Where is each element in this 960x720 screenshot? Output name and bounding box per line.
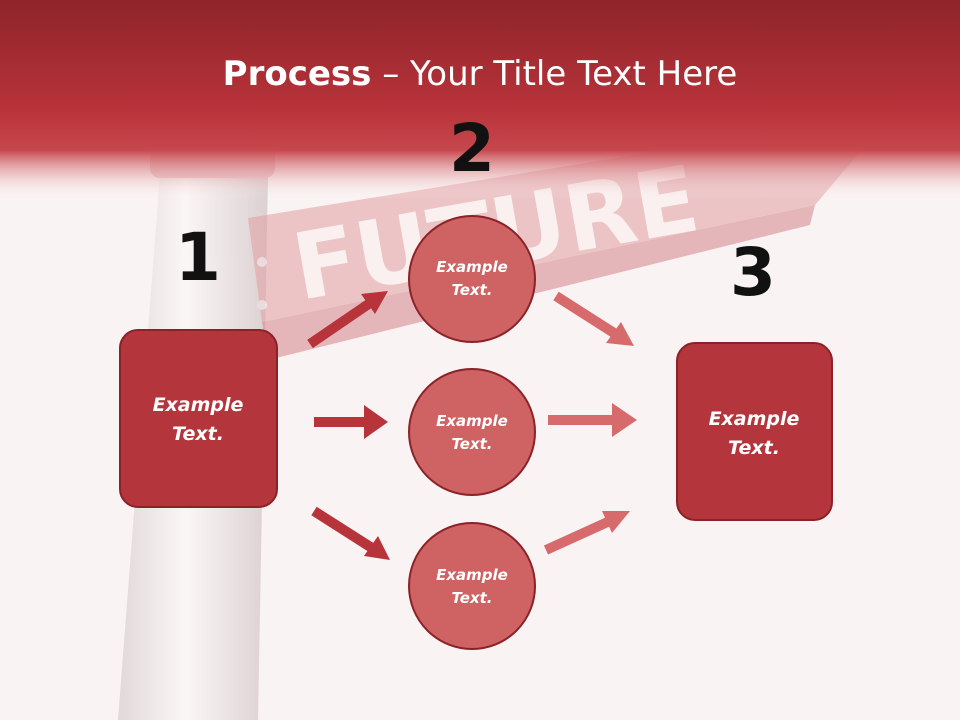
arrow-box1-to-circle1 <box>307 291 388 349</box>
box3-label-line2: Text. <box>728 437 780 459</box>
arrow-circle2-to-box3 <box>548 403 637 437</box>
box1-label-line2: Text. <box>172 423 224 445</box>
circle1-label-line1: Example <box>436 258 508 276</box>
step-circle-3: Example Text. <box>408 522 536 650</box>
circle1-label-line2: Text. <box>451 281 492 299</box>
arrow-box1-to-circle2 <box>314 405 388 439</box>
circle3-label-line2: Text. <box>451 589 492 607</box>
title-bold: Process <box>222 54 372 94</box>
slide-title: Process – Your Title Text Here <box>0 52 960 96</box>
arrow-circle1-to-box3 <box>553 291 634 346</box>
title-rest: Your Title Text Here <box>410 54 738 94</box>
arrow-box1-to-circle3 <box>311 506 390 560</box>
title-dash: – <box>371 54 411 94</box>
step-circle-2: Example Text. <box>408 368 536 496</box>
step-number-1: 1 <box>175 219 221 296</box>
header-band <box>0 0 960 200</box>
step-box-1: Example Text. <box>119 329 278 508</box>
step-box-3: Example Text. <box>676 342 833 521</box>
circle2-label-line1: Example <box>436 412 508 430</box>
step-circle-1: Example Text. <box>408 215 536 343</box>
box3-label-line1: Example <box>709 408 800 430</box>
arrow-circle3-to-box3 <box>543 511 630 555</box>
circle3-label-line1: Example <box>436 566 508 584</box>
step-number-3: 3 <box>730 234 776 311</box>
box1-label-line1: Example <box>153 394 244 416</box>
step-number-2: 2 <box>449 110 495 187</box>
circle2-label-line2: Text. <box>451 435 492 453</box>
